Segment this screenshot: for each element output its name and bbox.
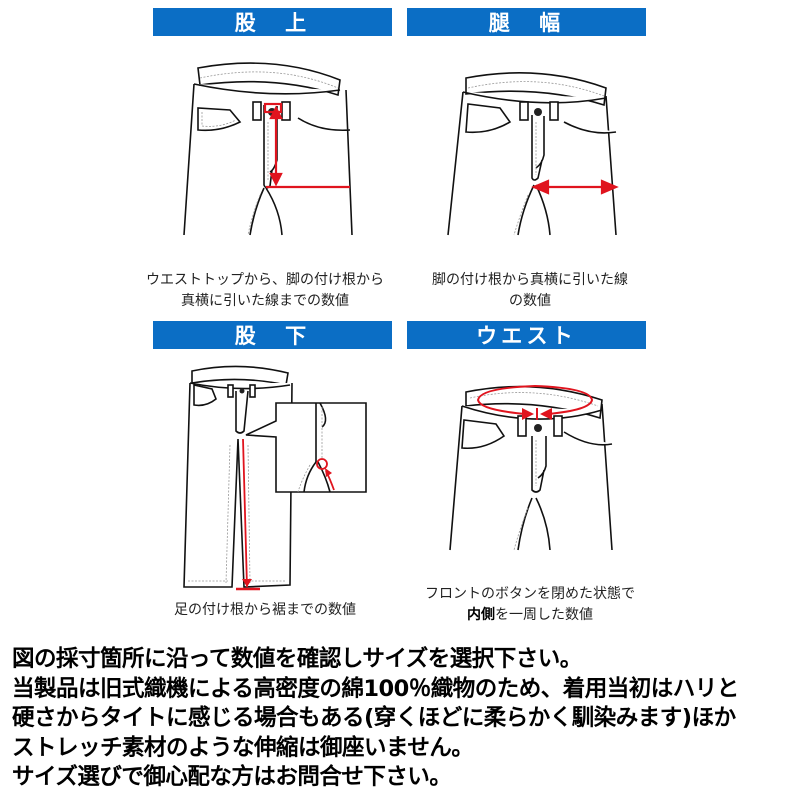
rise-pants-illustration <box>183 62 353 236</box>
caption-waist: フロントのボタンを閉めた状態で 内側を一周した数値 <box>405 584 655 626</box>
inseam-pants-illustration <box>183 365 367 591</box>
note-line-5: サイズ選びで御心配な方はお問合せ下さい。 <box>12 764 452 790</box>
panel-header-waist: ウエスト <box>407 321 646 349</box>
caption-rise-line-1: ウエストトップから、脚の付け根から <box>146 272 384 288</box>
caption-rise-line-2: 真横に引いた線までの数値 <box>181 293 349 309</box>
note-line-3: 硬さからタイトに感じる場合もある(穿くほどに柔らかく馴染みます)ほか <box>12 705 736 731</box>
waist-pants-illustration <box>449 384 613 551</box>
thigh-pants-illustration <box>447 72 619 236</box>
caption-thigh: 脚の付け根から真横に引いた線 の数値 <box>410 270 650 312</box>
panel-title-rise: 股 上 <box>234 11 311 35</box>
caption-rise: ウエストトップから、脚の付け根から 真横に引いた線までの数値 <box>130 270 400 312</box>
panel-title-waist: ウエスト <box>476 324 577 348</box>
note-line-2: 当製品は旧式織機による高密度の綿100％織物のため、着用当初はハリと <box>12 675 739 702</box>
caption-thigh-line-2: の数値 <box>509 293 551 309</box>
note-line-1: 図の採寸箇所に沿って数値を確認しサイズを選択下さい。 <box>12 646 582 672</box>
caption-waist-line-1: フロントのボタンを閉めた状態で <box>425 586 635 602</box>
panel-header-inseam: 股 下 <box>153 321 392 349</box>
panel-header-rise: 股 上 <box>153 8 392 36</box>
caption-inseam-line-1: 足の付け根から裾までの数値 <box>174 602 356 618</box>
panel-title-thigh: 腿 幅 <box>488 11 565 35</box>
caption-inseam: 足の付け根から裾までの数値 <box>150 600 380 621</box>
sizing-notes: 図の採寸箇所に沿って数値を確認しサイズを選択下さい。 当製品は旧式織機による高密… <box>12 645 739 793</box>
panel-header-thigh: 腿 幅 <box>407 8 646 36</box>
caption-waist-line-2: を一周した数値 <box>495 607 593 623</box>
panel-title-inseam: 股 下 <box>234 324 311 348</box>
note-line-4: ストレッチ素材のような伸縮は御座いません。 <box>12 734 474 761</box>
caption-thigh-line-1: 脚の付け根から真横に引いた線 <box>432 272 628 288</box>
caption-waist-emphasis: 内側 <box>467 607 495 623</box>
